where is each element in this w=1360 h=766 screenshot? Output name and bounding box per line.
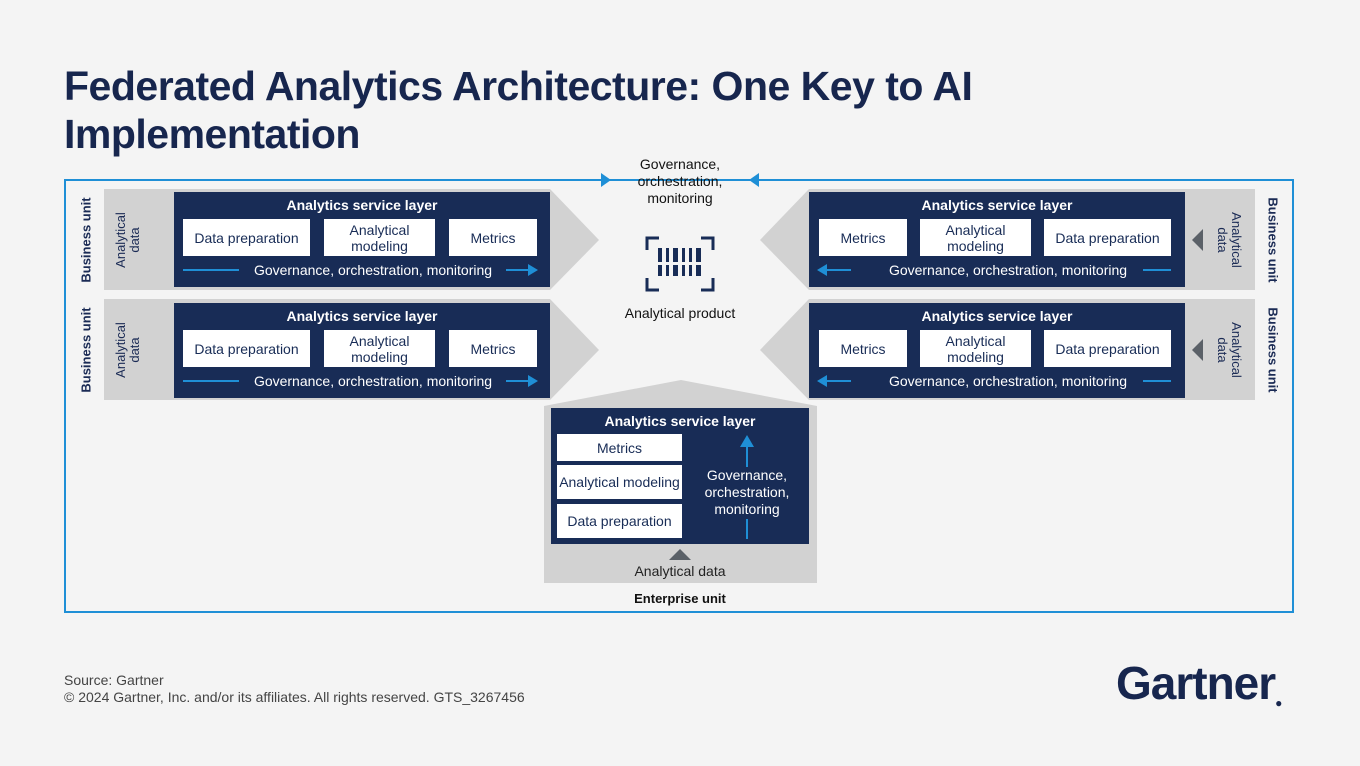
metrics-box: Metrics — [819, 219, 907, 256]
up-arrow-icon — [740, 435, 754, 539]
analytical-data-label: Analytical data — [113, 212, 142, 268]
analytical-data-label: Analytical data — [634, 563, 726, 579]
data-preparation-box: Data preparation — [557, 504, 682, 538]
layer-title: Analytics service layer — [286, 308, 438, 324]
governance-line — [183, 380, 239, 382]
metrics-box: Metrics — [557, 434, 682, 461]
analytical-modeling-box: Analytical modeling — [324, 330, 435, 367]
analytical-data-label: Analytical data — [1215, 212, 1244, 268]
logo-text: Gartner — [1116, 657, 1276, 709]
data-preparation-box: Data preparation — [1044, 330, 1171, 367]
governance-label: Governance, orchestration, monitoring — [888, 373, 1128, 389]
layer-title: Analytics service layer — [921, 308, 1073, 324]
gartner-logo: Gartner● — [1116, 657, 1282, 710]
data-preparation-box: Data preparation — [183, 219, 310, 256]
analytical-modeling-box: Analytical modeling — [920, 219, 1031, 256]
governance-label: Governance, orchestration, monitoring — [888, 262, 1128, 278]
business-unit-label: Business unit — [78, 307, 94, 393]
metrics-box: Metrics — [449, 219, 537, 256]
governance-line — [1143, 380, 1171, 382]
page-title: Federated Analytics Architecture: One Ke… — [64, 63, 973, 157]
left-arrow-icon — [817, 264, 851, 276]
metrics-box: Metrics — [819, 330, 907, 367]
top-governance-label: Governance, orchestration, monitoring — [637, 156, 723, 206]
layer-title: Analytics service layer — [286, 197, 438, 213]
top-arrows — [601, 173, 759, 187]
right-arrow-icon — [601, 173, 611, 187]
metrics-box: Metrics — [449, 330, 537, 367]
analytical-data-label: Analytical data — [1215, 322, 1244, 378]
analytical-modeling-box: Analytical modeling — [324, 219, 435, 256]
left-arrow-icon — [817, 375, 851, 387]
right-arrow-icon — [506, 375, 538, 387]
governance-label: Governance, orchestration, monitoring — [704, 467, 790, 517]
governance-label: Governance, orchestration, monitoring — [253, 262, 493, 278]
architecture-frame — [64, 179, 1294, 613]
data-preparation-box: Data preparation — [1044, 219, 1171, 256]
layer-title: Analytics service layer — [921, 197, 1073, 213]
right-arrow-icon — [506, 264, 538, 276]
enterprise-unit-label: Enterprise unit — [634, 591, 726, 606]
left-arrow-icon — [749, 173, 759, 187]
analytical-modeling-box: Analytical modeling — [557, 465, 682, 499]
business-unit-label: Business unit — [78, 197, 94, 283]
governance-line — [183, 269, 239, 271]
barcode-scan-icon — [645, 236, 715, 292]
data-preparation-box: Data preparation — [183, 330, 310, 367]
analytical-modeling-box: Analytical modeling — [920, 330, 1031, 367]
layer-title: Analytics service layer — [604, 413, 756, 429]
copyright-text: © 2024 Gartner, Inc. and/or its affiliat… — [64, 689, 525, 705]
governance-label: Governance, orchestration, monitoring — [253, 373, 493, 389]
governance-line — [1143, 269, 1171, 271]
business-unit-label: Business unit — [1265, 197, 1281, 283]
business-unit-label: Business unit — [1265, 307, 1281, 393]
analytical-data-label: Analytical data — [113, 322, 142, 378]
source-text: Source: Gartner — [64, 672, 164, 688]
analytical-product-label: Analytical product — [624, 305, 736, 321]
footer: Source: Gartner © 2024 Gartner, Inc. and… — [64, 672, 525, 706]
